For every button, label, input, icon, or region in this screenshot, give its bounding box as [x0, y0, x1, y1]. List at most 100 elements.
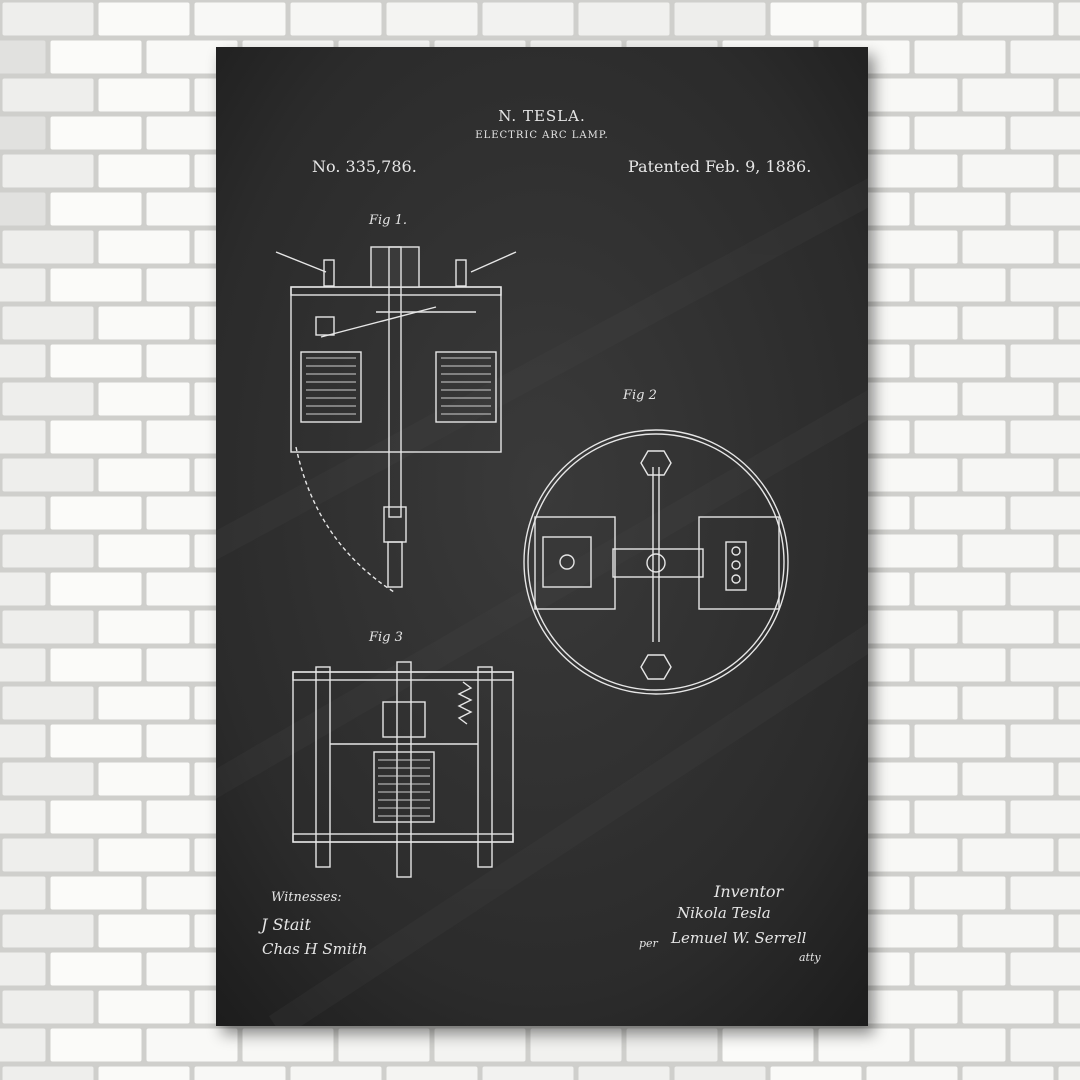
brick	[98, 154, 190, 188]
brick	[914, 648, 1006, 682]
brick	[146, 268, 238, 302]
brick	[1058, 990, 1080, 1024]
brick	[146, 952, 238, 986]
brick	[818, 1028, 910, 1062]
brick	[0, 496, 46, 530]
brick	[962, 990, 1054, 1024]
brick	[0, 572, 46, 606]
brick	[962, 306, 1054, 340]
brick	[866, 534, 958, 568]
attorney-suffix: atty	[799, 951, 821, 964]
brick	[866, 990, 958, 1024]
brick	[50, 268, 142, 302]
brick	[1010, 268, 1080, 302]
figure-1-drawing	[275, 246, 517, 593]
brick	[1010, 192, 1080, 226]
patent-date: Patented Feb. 9, 1886.	[628, 157, 812, 176]
brick	[2, 2, 94, 36]
brick	[0, 724, 46, 758]
brick	[1058, 154, 1080, 188]
brick	[914, 496, 1006, 530]
brick	[194, 2, 286, 36]
brick	[2, 382, 94, 416]
brick	[386, 2, 478, 36]
brick	[866, 306, 958, 340]
brick	[1010, 800, 1080, 834]
brick	[290, 2, 382, 36]
brick	[2, 154, 94, 188]
brick	[1010, 116, 1080, 150]
brick	[962, 762, 1054, 796]
brick	[146, 1028, 238, 1062]
brick	[50, 116, 142, 150]
brick	[866, 914, 958, 948]
brick	[50, 800, 142, 834]
brick	[482, 1066, 574, 1080]
brick	[914, 1028, 1006, 1062]
brick	[1010, 876, 1080, 910]
patent-inventor-heading: N. TESLA.	[498, 107, 586, 125]
brick	[962, 1066, 1054, 1080]
brick	[50, 572, 142, 606]
brick	[338, 1028, 430, 1062]
brick	[1010, 572, 1080, 606]
brick	[98, 458, 190, 492]
brick	[0, 192, 46, 226]
witness-signature-1: J Stait	[261, 915, 311, 934]
inventor-label: Inventor	[714, 882, 784, 901]
brick	[50, 1028, 142, 1062]
figure-1-label: Fig 1.	[369, 213, 408, 228]
brick	[866, 686, 958, 720]
brick	[674, 2, 766, 36]
brick	[1058, 686, 1080, 720]
brick	[2, 838, 94, 872]
brick	[1010, 648, 1080, 682]
brick	[962, 838, 1054, 872]
brick	[2, 990, 94, 1024]
figure-3-drawing	[292, 661, 514, 878]
brick	[914, 344, 1006, 378]
brick	[2, 78, 94, 112]
brick	[914, 420, 1006, 454]
brick	[434, 1028, 526, 1062]
inventor-signature: Nikola Tesla	[677, 904, 771, 922]
brick	[1058, 382, 1080, 416]
brick	[0, 40, 46, 74]
brick	[1010, 420, 1080, 454]
brick	[962, 2, 1054, 36]
brick	[98, 990, 190, 1024]
brick	[914, 572, 1006, 606]
brick	[1058, 458, 1080, 492]
brick	[1058, 914, 1080, 948]
brick	[98, 2, 190, 36]
brick	[962, 534, 1054, 568]
brick	[626, 1028, 718, 1062]
brick	[914, 268, 1006, 302]
figure-2-label: Fig 2	[623, 388, 657, 403]
brick	[962, 78, 1054, 112]
brick	[98, 534, 190, 568]
patent-title: ELECTRIC ARC LAMP.	[475, 130, 609, 141]
brick	[50, 496, 142, 530]
brick	[962, 230, 1054, 264]
brick	[866, 230, 958, 264]
patent-poster: N. TESLA. ELECTRIC ARC LAMP. No. 335,786…	[216, 47, 868, 1026]
brick	[290, 1066, 382, 1080]
brick	[2, 762, 94, 796]
figure-2-drawing	[523, 429, 789, 695]
witnesses-label: Witnesses:	[271, 890, 342, 905]
brick	[1010, 1028, 1080, 1062]
brick	[146, 192, 238, 226]
brick	[482, 2, 574, 36]
brick	[98, 762, 190, 796]
brick	[866, 610, 958, 644]
brick	[1010, 344, 1080, 378]
brick	[674, 1066, 766, 1080]
brick	[0, 952, 46, 986]
brick	[50, 648, 142, 682]
brick	[50, 344, 142, 378]
brick	[962, 914, 1054, 948]
brick	[98, 610, 190, 644]
brick	[98, 382, 190, 416]
brick	[98, 230, 190, 264]
